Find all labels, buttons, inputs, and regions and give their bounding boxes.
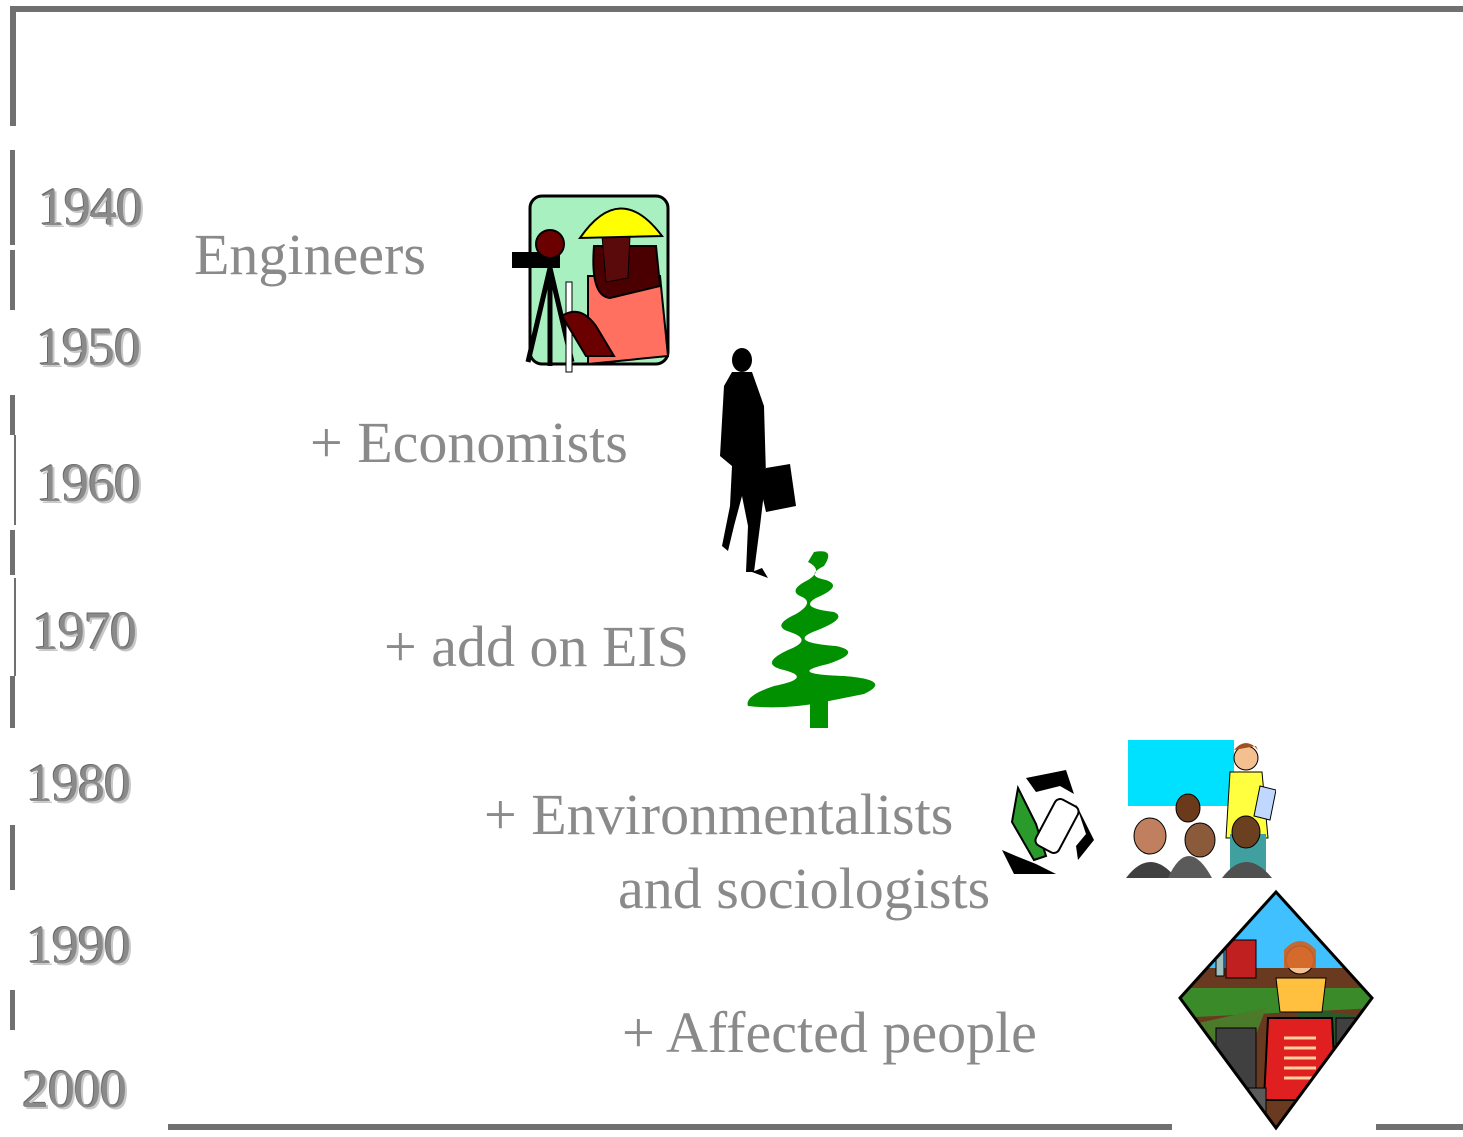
year-label-1980: 1980 [26,753,131,813]
surveyor-engineer-icon [510,186,672,376]
baseline-left [168,1124,1172,1130]
timeline-axis-segment [14,578,16,676]
year-label-2000: 2000 [22,1059,127,1119]
timeline-axis-segment [10,676,15,728]
pine-tree-icon [744,546,894,730]
year-label-1960: 1960 [36,453,141,513]
year-label-1950: 1950 [36,317,141,377]
frame-top-line [10,6,1463,12]
timeline-axis-segment [10,395,15,435]
farmer-tractor-icon [1176,888,1376,1132]
businesswoman-silhouette-icon [716,346,800,580]
presentation-meeting-icon [1126,738,1277,878]
stage-affected-people: + Affected people [622,1000,1037,1065]
timeline-axis-segment [10,150,15,245]
stage-engineers: Engineers [194,222,426,287]
stage-environmentalists: + Environmentalists [484,782,954,847]
frame-left-line [10,6,16,126]
stage-economists: + Economists [310,410,628,475]
year-label-1970: 1970 [32,601,137,661]
timeline-axis-segment [10,825,15,890]
year-label-1940: 1940 [38,177,143,237]
timeline-axis-segment [14,435,16,525]
timeline-axis-segment [10,990,15,1030]
baseline-right [1376,1124,1463,1130]
stage-eis: + add on EIS [384,614,689,679]
timeline-axis-segment [10,530,15,575]
timeline-axis-segment [10,250,15,310]
stage-sociologists: and sociologists [618,856,991,921]
recycle-icon [996,764,1096,884]
year-label-1990: 1990 [26,915,131,975]
